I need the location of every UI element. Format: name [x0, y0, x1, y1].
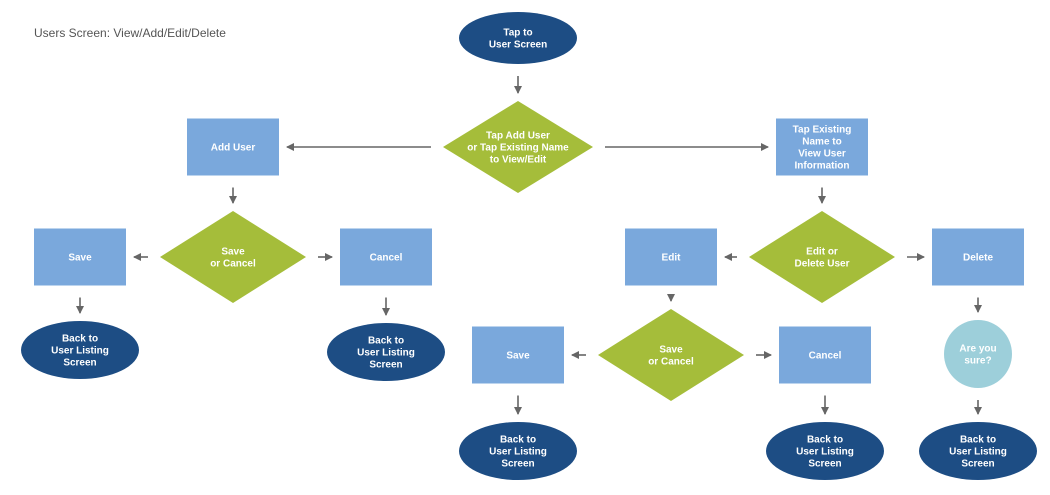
terminal-oval	[327, 323, 445, 381]
node-label-line: Name to	[802, 137, 841, 148]
node-label-line: Back to	[62, 334, 98, 345]
node-label-line: Add User	[211, 143, 256, 154]
node-label-line: or Tap Existing Name	[467, 143, 569, 154]
process-box	[776, 118, 868, 176]
node-label-line: Save	[221, 247, 245, 258]
diagram-caption: Users Screen: View/Add/Edit/Delete	[34, 26, 226, 40]
node-label-line: Screen	[808, 459, 841, 470]
connector-arrows	[76, 76, 982, 415]
node-save-edit: Save	[472, 326, 564, 384]
node-label-line: Tap Add User	[486, 131, 550, 142]
node-label-line: Back to	[960, 435, 996, 446]
process-box	[932, 228, 1024, 286]
node-add-user: Add User	[187, 118, 279, 176]
node-label-line: Back to	[368, 336, 404, 347]
node-label-line: Edit	[662, 253, 682, 264]
node-label-line: Cancel	[370, 253, 403, 264]
decision-diamond	[749, 211, 895, 303]
process-box	[625, 228, 717, 286]
terminal-oval	[21, 321, 139, 379]
node-label-line: Information	[795, 161, 850, 172]
node-label-line: Save	[506, 351, 530, 362]
node-label-line: Tap Existing	[793, 125, 852, 136]
node-label-line: Screen	[369, 360, 402, 371]
node-label-line: Tap to	[503, 28, 532, 39]
process-box	[472, 326, 564, 384]
node-label-line: Screen	[63, 358, 96, 369]
node-label-line: Screen	[961, 459, 994, 470]
decision-diamond	[160, 211, 306, 303]
decision-diamond	[598, 309, 744, 401]
process-box	[779, 326, 871, 384]
node-label-line: to View/Edit	[490, 155, 547, 166]
node-label-line: Are you	[959, 344, 996, 355]
process-box	[187, 118, 279, 176]
node-delete: Delete	[932, 228, 1024, 286]
node-label-line: or Cancel	[210, 259, 256, 270]
node-label-line: or Cancel	[648, 357, 694, 368]
node-label-line: Delete	[963, 253, 993, 264]
decision-diamond	[443, 101, 593, 193]
node-edit: Edit	[625, 228, 717, 286]
node-label-line: Edit or	[806, 247, 838, 258]
node-label-line: Delete User	[794, 259, 849, 270]
node-label-line: View User	[798, 149, 846, 160]
terminal-oval	[459, 422, 577, 480]
node-label-line: User Listing	[357, 348, 415, 359]
node-label-line: Cancel	[809, 351, 842, 362]
terminal-oval	[919, 422, 1037, 480]
node-label-line: User Screen	[489, 40, 547, 51]
node-label-line: Save	[659, 345, 683, 356]
node-label-line: User Listing	[489, 447, 547, 458]
node-label-line: Back to	[500, 435, 536, 446]
node-cancel-left: Cancel	[340, 228, 432, 286]
terminal-oval	[766, 422, 884, 480]
node-label-line: User Listing	[51, 346, 109, 357]
node-label-line: Back to	[807, 435, 843, 446]
node-save-left: Save	[34, 228, 126, 286]
process-box	[340, 228, 432, 286]
node-label-line: User Listing	[796, 447, 854, 458]
confirm-circle	[944, 320, 1012, 388]
node-label-line: Screen	[501, 459, 534, 470]
node-cancel-edit: Cancel	[779, 326, 871, 384]
node-label-line: sure?	[964, 356, 991, 367]
node-label-line: Save	[68, 253, 92, 264]
process-box	[34, 228, 126, 286]
terminal-oval	[459, 12, 577, 64]
node-label-line: User Listing	[949, 447, 1007, 458]
